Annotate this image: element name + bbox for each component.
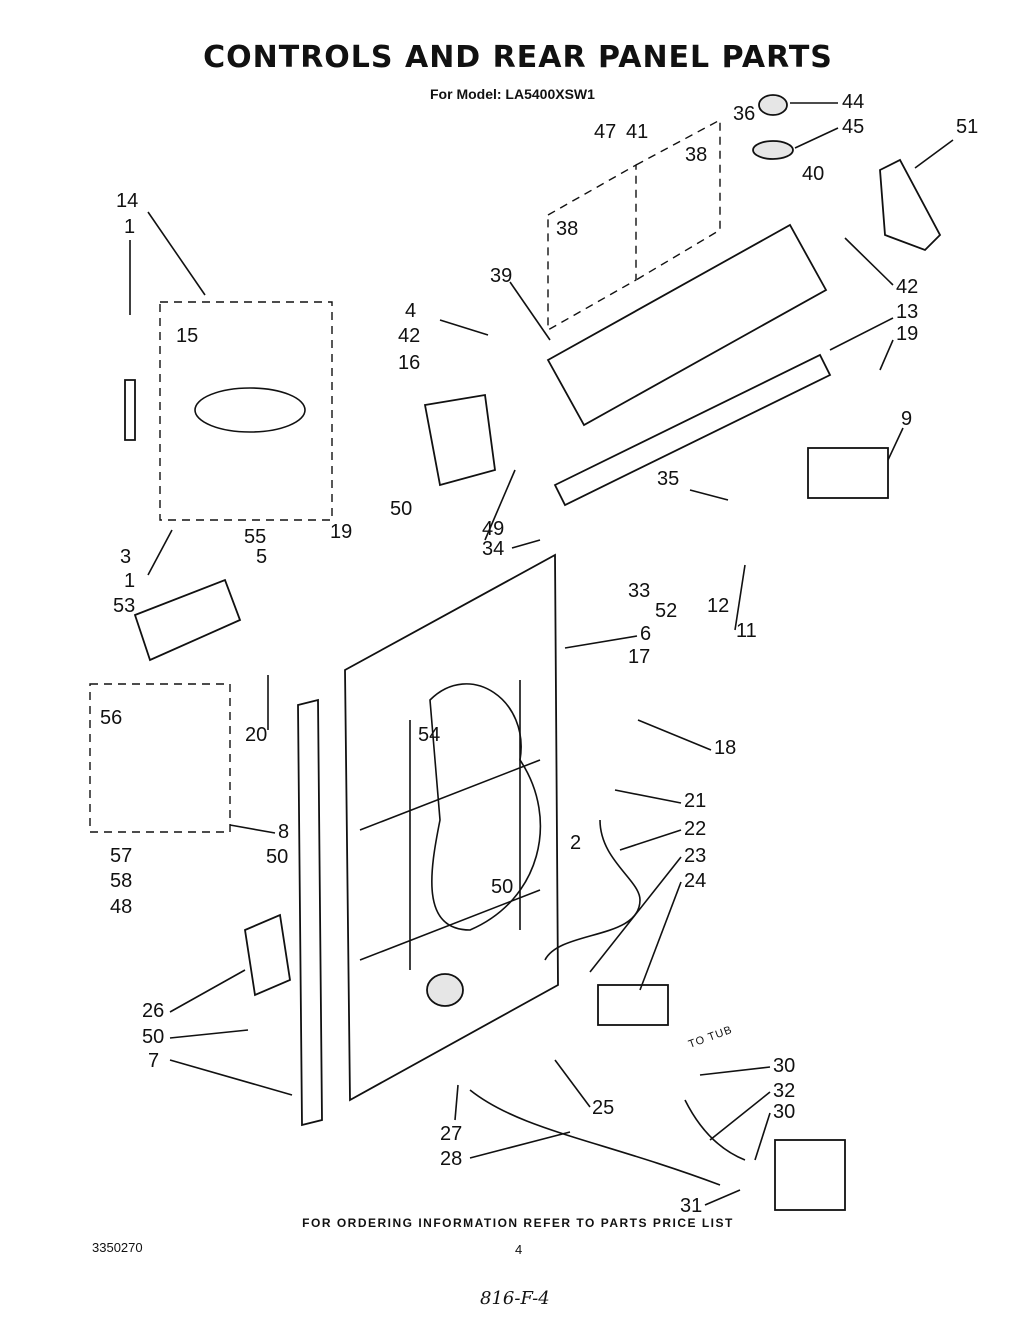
inlet-screen — [124, 379, 136, 441]
end-cap-left — [423, 393, 496, 487]
label-50b: 50 — [266, 846, 288, 868]
water-valve — [597, 984, 669, 1026]
label-42a: 42 — [896, 276, 918, 298]
label-56: 56 — [100, 707, 122, 729]
hose-bracket — [244, 913, 291, 997]
label-38b: 38 — [556, 218, 578, 240]
control-console — [546, 223, 828, 427]
power-cord — [194, 387, 306, 433]
label-40: 40 — [802, 163, 824, 185]
label-7: 7 — [148, 1050, 159, 1072]
label-30a: 30 — [773, 1055, 795, 1077]
tub-hose — [684, 1099, 746, 1161]
label-50c: 50 — [491, 876, 513, 898]
label-6: 6 — [640, 623, 651, 645]
knob-group-box-left — [547, 163, 637, 332]
label-41: 41 — [626, 121, 648, 143]
label-35: 35 — [657, 468, 679, 490]
side-trim-strip — [297, 698, 323, 1127]
timer — [807, 447, 889, 499]
label-38a: 38 — [685, 144, 707, 166]
label-50a: 50 — [390, 498, 412, 520]
label-53: 53 — [113, 595, 135, 617]
pump — [774, 1139, 846, 1211]
label-47: 47 — [594, 121, 616, 143]
power-cord-group-box — [159, 301, 333, 521]
label-16: 16 — [398, 352, 420, 374]
label-52: 52 — [655, 600, 677, 622]
page-title: CONTROLS AND REAR PANEL PARTS — [203, 40, 833, 75]
label-30b: 30 — [773, 1101, 795, 1123]
knob-group-box-right — [635, 118, 721, 281]
label-13: 13 — [896, 301, 918, 323]
label-34: 34 — [482, 538, 504, 560]
label-25: 25 — [592, 1097, 614, 1119]
console-bracket — [553, 353, 832, 507]
label-3: 3 — [120, 546, 131, 568]
label-31: 31 — [680, 1195, 702, 1217]
label-15: 15 — [176, 325, 198, 347]
label-5: 5 — [256, 546, 267, 568]
document-number: 3350270 — [92, 1240, 143, 1255]
capacitor — [426, 973, 464, 1007]
handwritten-note: 816-F-4 — [480, 1288, 550, 1309]
label-20: 20 — [245, 724, 267, 746]
label-19b: 19 — [330, 521, 352, 543]
knob-skirt — [752, 140, 794, 160]
label-55: 55 — [244, 526, 266, 548]
label-22: 22 — [684, 818, 706, 840]
label-23: 23 — [684, 845, 706, 867]
label-9: 9 — [901, 408, 912, 430]
ordering-info-note: FOR ORDERING INFORMATION REFER TO PARTS … — [302, 1216, 734, 1230]
label-48: 48 — [110, 896, 132, 918]
label-17: 17 — [628, 646, 650, 668]
page-number: 4 — [515, 1242, 523, 1257]
label-11: 11 — [736, 620, 757, 642]
leader-lines — [129, 102, 954, 1206]
label-12: 12 — [707, 595, 729, 617]
label-39: 39 — [490, 265, 512, 287]
label-33: 33 — [628, 580, 650, 602]
drain-hose — [469, 1089, 721, 1186]
label-57: 57 — [110, 845, 132, 867]
label-14: 14 — [116, 190, 138, 212]
rear-panel-ribs — [359, 680, 541, 970]
label-8: 8 — [278, 821, 289, 843]
label-58: 58 — [110, 870, 132, 892]
label-54: 54 — [418, 724, 440, 746]
cover-plate — [133, 578, 242, 662]
label-51: 51 — [956, 116, 978, 138]
label-50d: 50 — [142, 1026, 164, 1048]
end-cap — [879, 158, 942, 252]
label-28: 28 — [440, 1148, 462, 1170]
label-27: 27 — [440, 1123, 462, 1145]
part-labels: 44 36 45 47 41 51 38 40 38 14 1 42 39 42… — [100, 91, 978, 1217]
wire-harness — [429, 683, 542, 931]
label-32: 32 — [773, 1080, 795, 1102]
control-knob — [758, 94, 788, 116]
rear-panel — [344, 553, 559, 1102]
label-1b: 1 — [124, 570, 135, 592]
label-2: 2 — [570, 832, 581, 854]
label-18: 18 — [714, 737, 736, 759]
inlet-hose — [544, 819, 641, 961]
label-19a: 19 — [896, 323, 918, 345]
model-subtitle: For Model: LA5400XSW1 — [430, 86, 595, 102]
label-36: 36 — [733, 103, 755, 125]
label-21: 21 — [684, 790, 706, 812]
drain-hose-group-box — [89, 683, 231, 833]
label-42b: 42 — [398, 325, 420, 347]
label-24: 24 — [684, 870, 706, 892]
to-tub-callout: TO TUB — [687, 1024, 734, 1051]
label-45: 45 — [842, 116, 864, 138]
label-26: 26 — [142, 1000, 164, 1022]
label-1a: 1 — [124, 216, 135, 238]
label-44: 44 — [842, 91, 864, 113]
label-4: 4 — [405, 300, 416, 322]
